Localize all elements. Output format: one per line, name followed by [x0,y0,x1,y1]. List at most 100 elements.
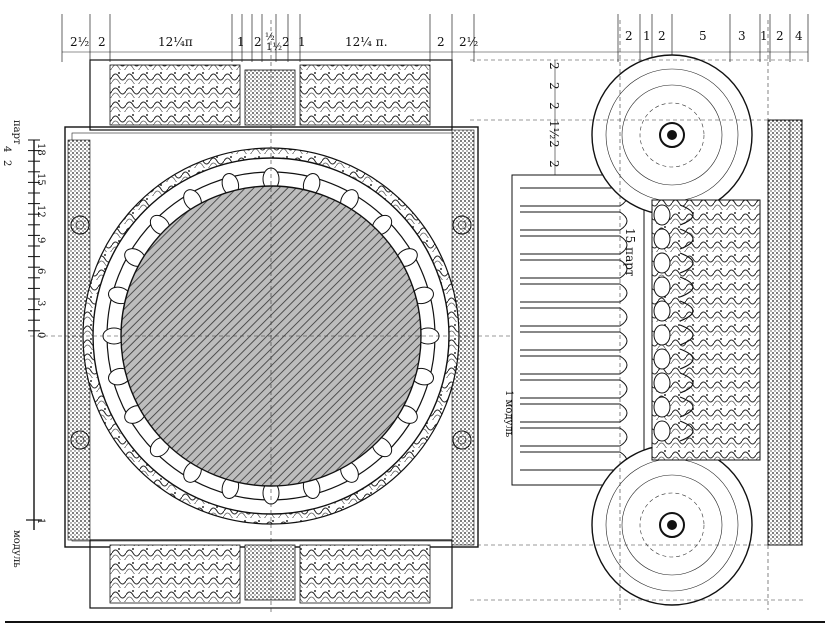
side-egg [653,228,671,250]
top-dim-10: 2 [437,35,445,49]
side-leaf [679,348,694,370]
shaft-flutes [520,187,628,471]
side-egg [653,396,671,418]
side-leaf [679,396,694,418]
scale-tick-12: 12 [35,205,46,218]
side-leaf [679,420,694,442]
top-dim-1: 2 [98,35,106,49]
corner-rosette [452,430,472,450]
side-leaf [679,204,694,226]
side-egg [653,420,671,442]
top-dimension-chain: 2½ 2 12¼п 1 2 ½ 1½ 2 1 12¼ п. 2 2½ 2 1 2… [61,14,809,62]
volute-top-ring [621,84,723,186]
shaft-flute [520,235,628,255]
top-dim-6: 1½ [266,42,282,53]
shaft-flute [520,379,628,399]
corner-rosette-eye [75,220,85,230]
volute-bottom-ring [639,492,705,558]
scale-unit-bottom: модуль [11,530,22,568]
top-right-dim-4: 3 [738,29,746,43]
corner-rosette [452,215,472,235]
volute-bottom [591,444,753,606]
corner-rosette-eye [75,435,85,445]
label-15-parts: 15 парт [623,228,637,277]
corner-rosette [70,430,90,450]
acanthus-ornament-top-left [109,64,241,126]
shaft-flute [520,259,628,279]
side-egg [653,348,671,370]
side-egg [653,324,671,346]
top-right-dim-3: 5 [699,29,707,43]
shaft-flute [520,331,628,351]
scale-tick-15: 15 [35,173,46,186]
acanthus-ornament-bottom-left [109,544,241,604]
scale-unit-top: парт [11,120,22,145]
side-leaf [679,228,694,250]
scale-module-mark: 1 [35,518,46,524]
top-right-dim-6: 2 [776,29,784,43]
corner-rosette-eye [457,220,467,230]
top-band [89,59,453,131]
corner-rosette [70,215,90,235]
side-leaf [679,324,694,346]
shaft-flute [520,355,628,375]
shaft-flute [520,427,628,447]
scale-bar: парт модуль 18 15 12 9 6 3 0 4 2 1 [1,120,46,568]
top-dimension-ticks [61,14,809,62]
plan-view [30,20,520,615]
shaft-flute [520,403,628,423]
side-egg [653,300,671,322]
top-dim-5: ½ [265,32,275,43]
top-right-dim-2: 2 [658,29,666,43]
side-egg [653,372,671,394]
construction-lines [470,20,805,610]
side-egg [653,204,671,226]
side-leaf [679,372,694,394]
volute-bottom-ring [621,474,723,576]
side-egg [653,276,671,298]
bead-ornament-bottom [244,544,296,601]
side-leaf [679,276,694,298]
bead-ornament-top [244,69,296,126]
top-dim-8: 1 [298,35,306,49]
shaft-flute [520,283,628,303]
volute-bottom-eye-center [667,520,677,530]
top-right-dim-5: 1 [760,29,768,43]
side-egg [653,252,671,274]
scale-tick-0: 0 [35,332,46,338]
side-egg-ornaments [653,204,694,442]
acanthus-ornament-bottom-right [299,544,431,604]
corner-rosette-eye [457,435,467,445]
elevation-view: 2 2 2 1½ 2 2 [503,54,803,606]
top-dim-2: 12¼п [158,35,193,49]
shaft-flute [520,187,628,207]
acanthus-ornament-top-right [299,64,431,126]
top-dim-9: 12¼ п. [345,35,388,49]
top-dim-0: 2½ [70,35,89,49]
scale-fraction-2: 2 [1,160,12,166]
echinus-profile [651,199,761,461]
scale-tick-3: 3 [35,300,46,306]
top-dim-3: 1 [237,35,245,49]
top-dim-7: 2 [282,35,290,49]
vert-dim-3: 1½ [547,120,561,139]
scale-ticks [26,139,42,521]
shaft-flute [520,307,628,327]
scale-fraction-4: 4 [1,146,12,152]
volute-top-eye-center [667,130,677,140]
top-right-dim-1: 1 [643,29,651,43]
abacus-profile [767,119,803,546]
scale-tick-6: 6 [35,268,46,274]
vert-dim-0: 2 [547,62,561,70]
top-right-dim-7: 4 [795,29,803,43]
vert-dim-1: 2 [547,82,561,90]
scale-tick-9: 9 [35,237,46,243]
vert-dim-5: 2 [547,160,561,168]
volute-top [591,54,753,216]
shaft-flute [520,211,628,231]
scale-tick-18: 18 [35,143,46,156]
vert-dim-4: 2 [547,140,561,148]
vert-dim-2: 2 [547,102,561,110]
top-dim-11: 2½ [459,35,478,49]
